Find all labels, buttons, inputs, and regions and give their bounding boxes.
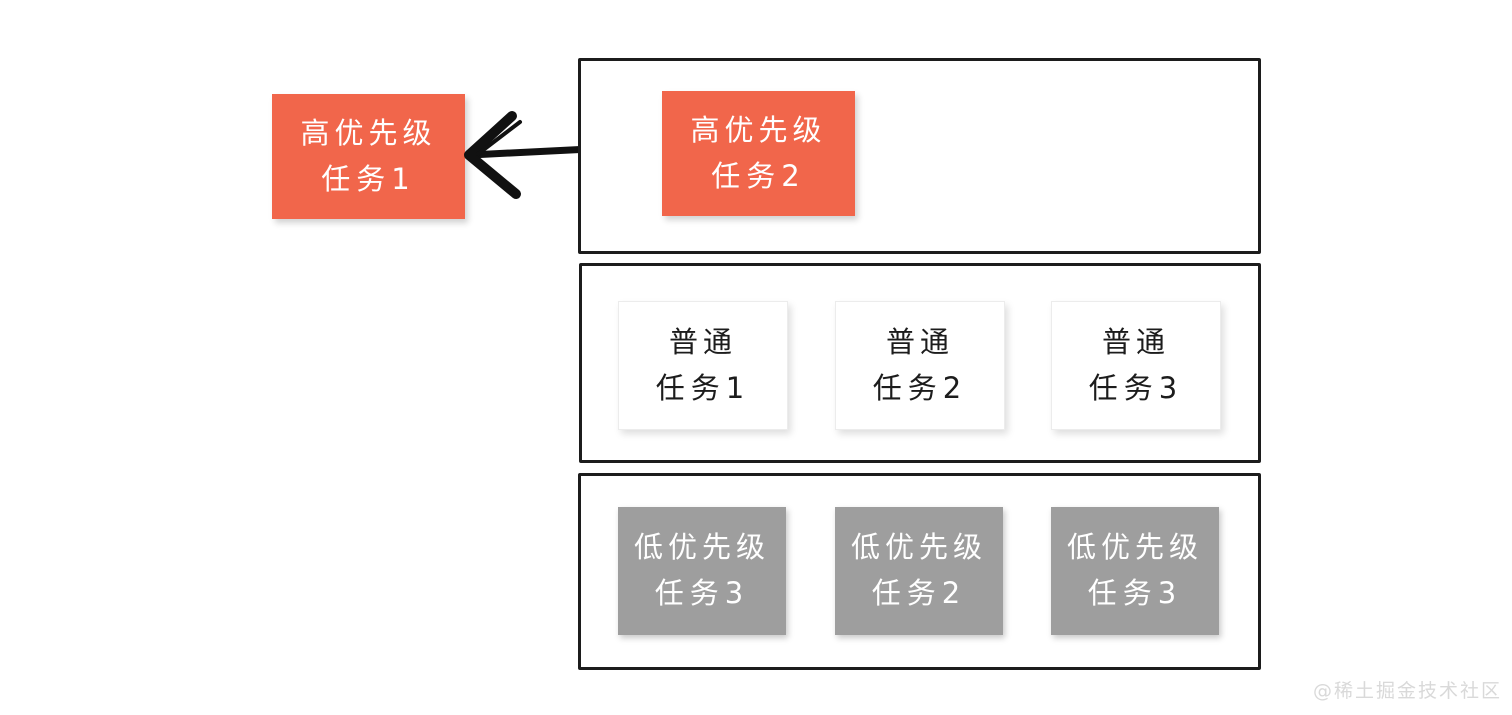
task-label-line2: 任务2 xyxy=(871,576,967,610)
task-label-line2: 任务3 xyxy=(1087,576,1183,610)
normal-task: 普通 任务3 xyxy=(1051,301,1221,430)
task-label-line2: 任务1 xyxy=(321,161,416,196)
task-label-line1: 普通 xyxy=(668,324,737,359)
task-label-line2: 任务3 xyxy=(654,576,750,610)
normal-task: 普通 任务2 xyxy=(835,301,1005,430)
low-priority-task: 低优先级 任务2 xyxy=(835,507,1003,635)
high-priority-task: 高优先级 任务2 xyxy=(662,91,855,216)
task-label-line1: 低优先级 xyxy=(850,530,987,565)
task-label-line1: 普通 xyxy=(1101,324,1170,359)
low-priority-task: 低优先级 任务3 xyxy=(1051,507,1219,635)
watermark: @稀土掘金技术社区 xyxy=(1312,680,1502,702)
task-label-line2: 任务2 xyxy=(872,370,968,405)
task-label-line2: 任务3 xyxy=(1088,370,1184,405)
task-label-line1: 低优先级 xyxy=(1066,530,1203,565)
dequeued-high-priority-task: 高优先级 任务1 xyxy=(272,94,465,219)
task-label-line2: 任务2 xyxy=(711,158,806,193)
task-label-line1: 普通 xyxy=(885,324,954,359)
task-label-line1: 高优先级 xyxy=(690,112,827,147)
task-label-line1: 低优先级 xyxy=(633,530,770,565)
normal-task: 普通 任务1 xyxy=(618,301,788,430)
task-label-line1: 高优先级 xyxy=(300,115,437,150)
low-priority-task: 低优先级 任务3 xyxy=(618,507,786,635)
task-label-line2: 任务1 xyxy=(655,370,751,405)
